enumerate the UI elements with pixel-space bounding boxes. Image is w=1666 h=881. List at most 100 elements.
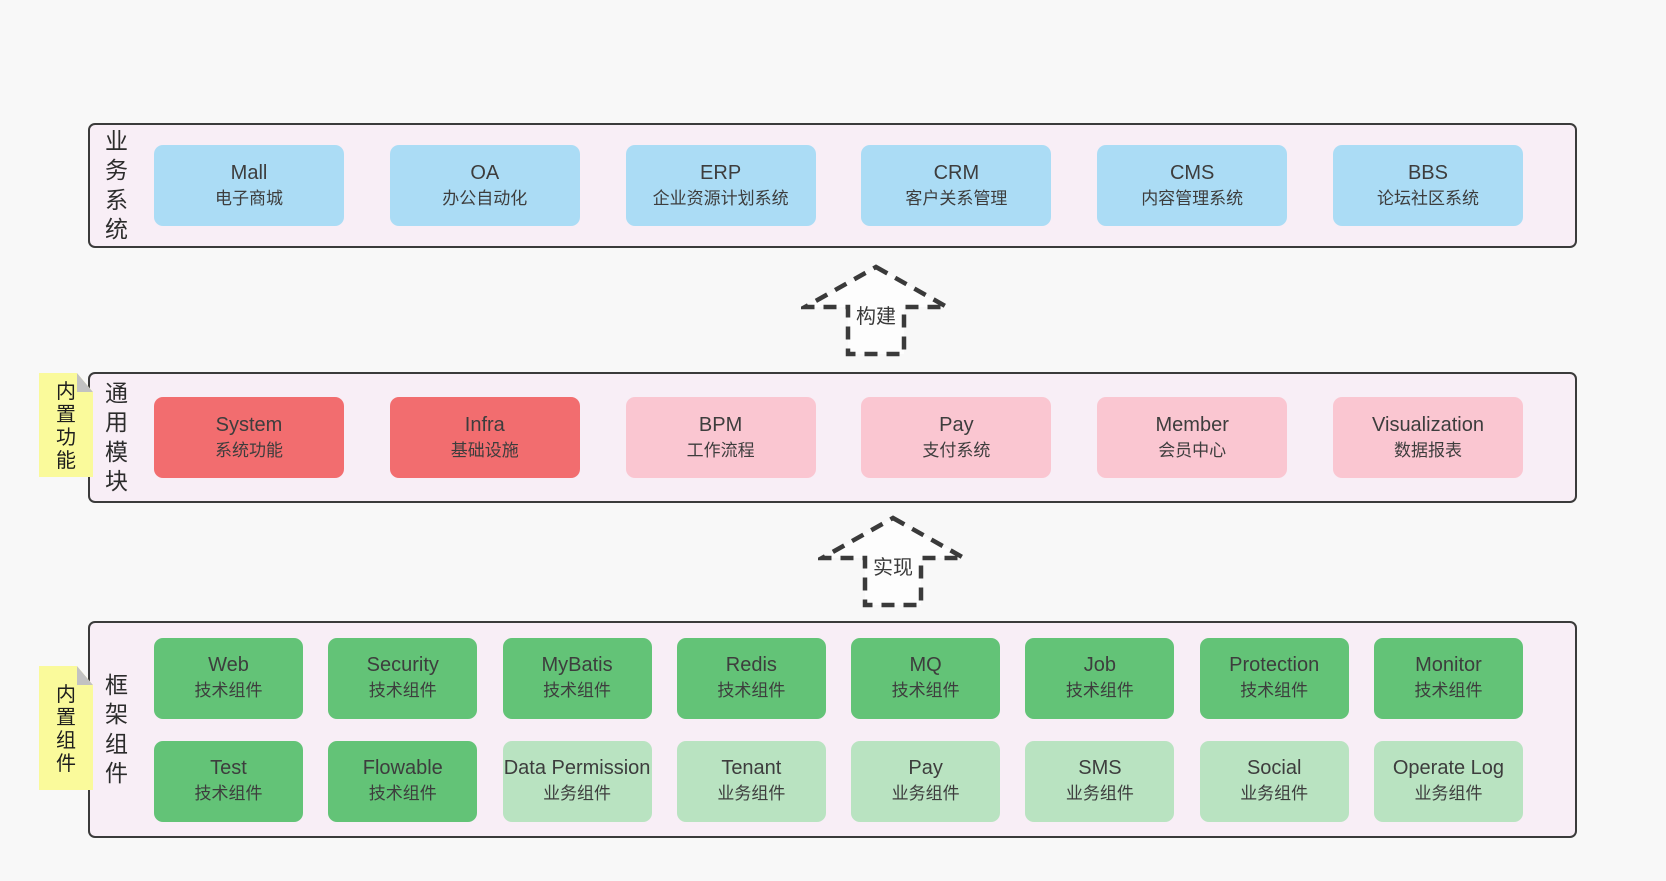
box-security: Security 技术组件 [328,637,478,719]
box-desc: 数据报表 [1393,440,1462,460]
box-name: BBS [1407,161,1448,184]
box-desc: 支付系统 [922,440,991,460]
box-crm: CRM 客户关系管理 [861,145,1052,226]
box-data-permission: Data Permission 业务组件 [502,740,652,822]
box-desc: 技术组件 [1065,681,1134,700]
box-name: Flowable [362,757,443,779]
box-desc: 技术组件 [717,681,786,700]
band-label-framework-components: 框架组件 [105,671,128,786]
band-label-business-systems: 业务系统 [105,127,128,242]
sticky-note-label: 内置组件 [56,684,76,775]
box-name: Member [1155,413,1229,436]
box-web: Web 技术组件 [154,637,303,719]
box-name: Monitor [1415,654,1482,676]
box-name: Security [366,654,439,676]
box-sms: SMS 业务组件 [1025,740,1175,822]
band-row: System 系统功能 Infra 基础设施 BPM 工作流程 Pay 支付系统… [154,397,1523,478]
box-desc: 系统功能 [215,440,283,460]
box-desc: 技术组件 [194,681,263,700]
box-name: Pay [939,413,974,436]
box-name: CMS [1169,161,1215,184]
box-desc: 基础设施 [450,440,519,460]
box-erp: ERP 企业资源计划系统 [625,145,816,226]
arrow-build: 构建 [801,263,951,359]
sticky-note-built-in-features: 内置功能 [39,373,93,477]
box-protection: Protection 技术组件 [1199,637,1349,719]
band-content: System 系统功能 Infra 基础设施 BPM 工作流程 Pay 支付系统… [130,374,1575,501]
box-desc: 电子商城 [215,188,283,208]
band-row: Test 技术组件 Flowable 技术组件 Data Permission … [154,740,1523,822]
box-visualization: Visualization 数据报表 [1332,397,1523,478]
box-desc: 技术组件 [891,681,960,700]
box-mall: Mall 电子商城 [154,145,344,226]
box-oa: OA 办公自动化 [389,145,580,226]
box-desc: 业务组件 [891,784,960,803]
box-operate-log: Operate Log 业务组件 [1373,740,1523,822]
box-infra: Infra 基础设施 [389,397,580,478]
box-desc: 技术组件 [368,784,437,803]
band-content: Web 技术组件 Security 技术组件 MyBatis 技术组件 Redi… [130,623,1575,836]
box-desc: 客户关系管理 [905,188,1008,208]
box-desc: 业务组件 [1065,784,1134,803]
box-redis: Redis 技术组件 [676,637,826,719]
box-name: Visualization [1372,413,1484,436]
box-mq: MQ 技术组件 [851,637,1001,719]
box-desc: 技术组件 [194,784,263,803]
sticky-note-built-in-components: 内置组件 [39,666,93,790]
box-flowable: Flowable 技术组件 [328,740,478,822]
box-desc: 技术组件 [368,681,437,700]
box-desc: 技术组件 [1240,681,1309,700]
box-pay-business: Pay 业务组件 [851,740,1001,822]
box-mybatis: MyBatis 技术组件 [502,637,652,719]
box-name: Test [210,757,247,779]
box-desc: 内容管理系统 [1141,188,1244,208]
arrow-label-build: 构建 [853,300,899,329]
box-bbs: BBS 论坛社区系统 [1332,145,1523,226]
band-label-common-modules: 通用模块 [105,379,128,494]
box-name: Social [1246,757,1302,779]
box-social: Social 业务组件 [1199,740,1349,822]
box-name: Redis [725,654,777,676]
box-desc: 业务组件 [543,784,612,803]
box-desc: 技术组件 [1414,681,1483,700]
box-name: Tenant [721,757,782,779]
box-desc: 技术组件 [543,681,612,700]
sticky-note-label: 内置功能 [56,381,76,472]
box-name: Protection [1229,654,1320,676]
box-name: Data Permission [503,757,651,779]
box-desc: 业务组件 [1240,784,1309,803]
box-name: OA [470,161,500,184]
band-content: Mall 电子商城 OA 办公自动化 ERP 企业资源计划系统 CRM 客户关系… [130,125,1575,246]
box-monitor: Monitor 技术组件 [1373,637,1523,719]
box-desc: 业务组件 [717,784,786,803]
arrow-implement: 实现 [818,514,968,610]
box-name: Mall [230,161,268,184]
box-name: System [215,413,283,436]
box-tenant: Tenant 业务组件 [676,740,826,822]
box-name: CRM [933,161,980,184]
box-desc: 工作流程 [686,440,755,460]
box-desc: 办公自动化 [442,188,528,208]
box-bpm: BPM 工作流程 [625,397,816,478]
box-test: Test 技术组件 [154,740,303,822]
box-cms: CMS 内容管理系统 [1097,145,1288,226]
box-system: System 系统功能 [154,397,344,478]
box-desc: 论坛社区系统 [1376,188,1479,208]
arrow-label-implement: 实现 [870,551,916,580]
box-desc: 业务组件 [1414,784,1483,803]
band-business-systems: 业务系统 Mall 电子商城 OA 办公自动化 ERP 企业资源计划系统 CRM… [88,123,1577,248]
box-name: Job [1083,654,1117,676]
box-desc: 会员中心 [1158,440,1227,460]
box-name: Pay [908,757,943,779]
box-job: Job 技术组件 [1025,637,1175,719]
box-name: BPM [698,413,743,436]
box-name: ERP [700,161,742,184]
band-row: Mall 电子商城 OA 办公自动化 ERP 企业资源计划系统 CRM 客户关系… [154,145,1523,226]
box-name: MyBatis [541,654,613,676]
band-row: Web 技术组件 Security 技术组件 MyBatis 技术组件 Redi… [154,637,1523,719]
box-name: MQ [909,654,942,676]
box-name: Infra [464,413,505,436]
box-name: Operate Log [1392,757,1505,779]
band-framework-components: 框架组件 Web 技术组件 Security 技术组件 MyBatis 技术组件… [88,621,1577,838]
